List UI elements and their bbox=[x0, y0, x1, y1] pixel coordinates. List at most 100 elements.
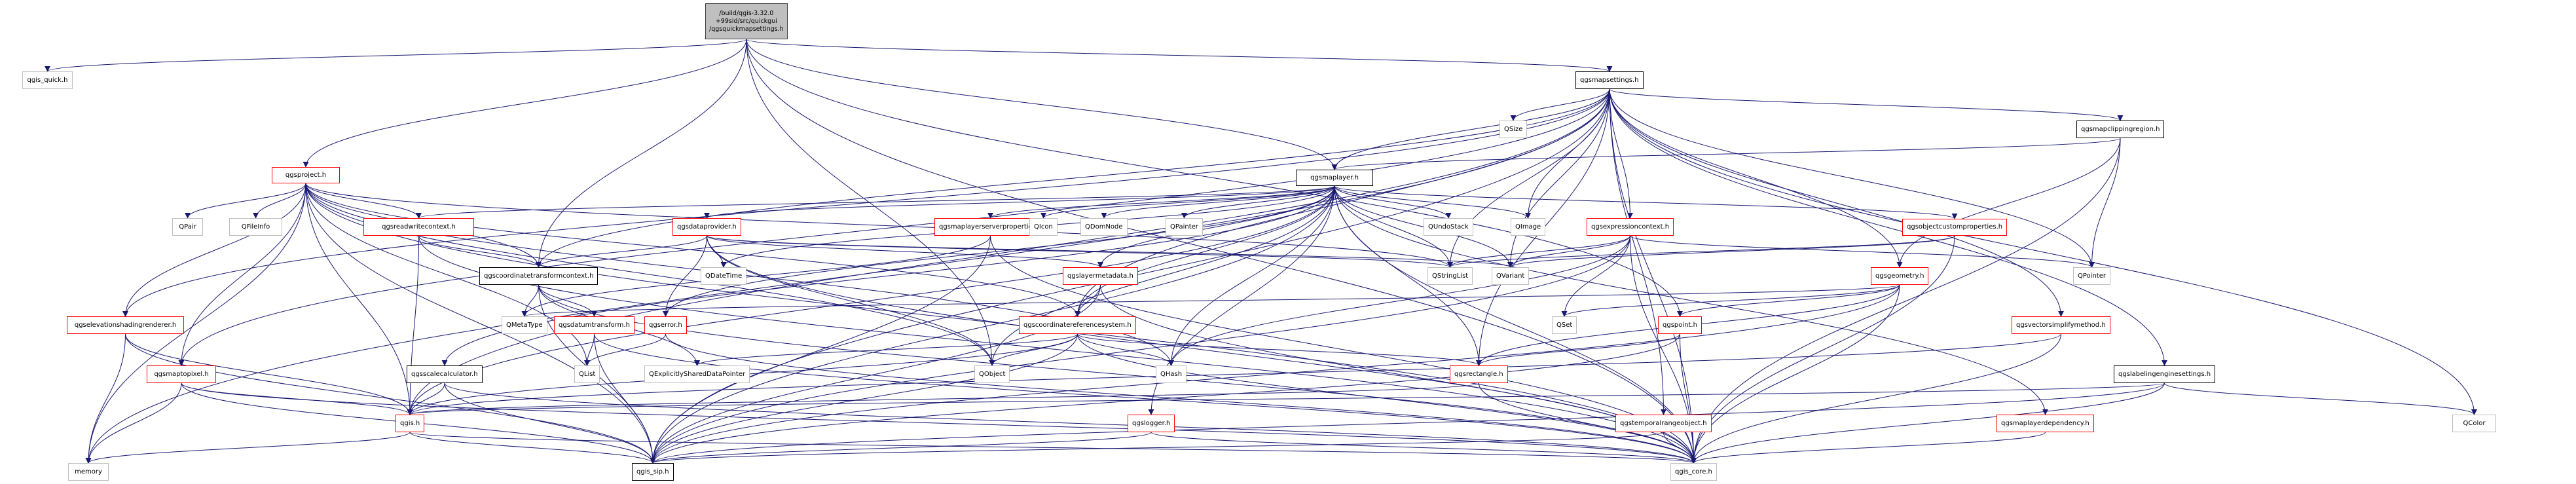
edge-qgsvectorsimplifymethod-to-qgis_core bbox=[1691, 333, 2061, 464]
node-qgsmapsettings[interactable]: qgsmapsettings.h bbox=[1575, 71, 1644, 89]
edge-qgsmaplayer-to-QUndoStack bbox=[1334, 185, 1452, 219]
edge-qgsmapsettings-to-qgsmapclippingregion bbox=[1609, 88, 2124, 121]
edge-qgsmaplayer-to-QStringList bbox=[1334, 185, 1453, 268]
node-qgsvectorsimplifymethod[interactable]: qgsvectorsimplifymethod.h bbox=[2012, 316, 2110, 334]
node-qgsdatumtransform[interactable]: qgsdatumtransform.h bbox=[554, 316, 635, 334]
node-qsize[interactable]: QSize bbox=[1500, 121, 1528, 138]
node-qgstemporalrangeobject[interactable]: qgstemporalrangeobject.h bbox=[1615, 415, 1712, 432]
node-qgis-sip[interactable]: qgis_sip.h bbox=[632, 463, 674, 481]
edge-qgsmapsettings-to-qgis_core bbox=[1609, 88, 1697, 464]
node-qgslogger[interactable]: qgslogger.h bbox=[1128, 415, 1175, 432]
edge-qgsmapsettings-to-qgslabelingenginesettings bbox=[1609, 88, 2167, 366]
node-root-qgsquickmapsettings[interactable]: /build/qgis-3.32.0 +99sid/src/quickgui /… bbox=[705, 3, 788, 39]
node-qgsmaplayer[interactable]: qgsmaplayer.h bbox=[1296, 170, 1373, 186]
edge-root-to-qgspoint bbox=[746, 39, 1683, 317]
node-qgspoint[interactable]: qgspoint.h bbox=[1658, 316, 1702, 334]
node-qstringlist[interactable]: QStringList bbox=[1427, 267, 1473, 285]
node-qmetatype[interactable]: QMetaType bbox=[502, 316, 547, 334]
edge-qgsproject-to-qgsmaptopixel bbox=[178, 183, 306, 366]
edge-qgsexpressioncontext-to-qgis_sip bbox=[650, 235, 1630, 464]
edge-qgsrectangle-to-qgis bbox=[407, 382, 1479, 415]
node-qgsmaptopixel[interactable]: qgsmaptopixel.h bbox=[147, 365, 216, 383]
node-qdomnode[interactable]: QDomNode bbox=[1080, 218, 1128, 236]
edge-qgsmaplayerdependency-to-qgis_core bbox=[1691, 432, 2046, 464]
edge-qgsmapsettings-to-QColor bbox=[1609, 88, 2477, 415]
node-qgsscalecalculator[interactable]: qgsscalecalculator.h bbox=[407, 365, 483, 383]
edge-qgserror-to-qgis_core bbox=[665, 333, 1697, 464]
edge-qgsmaplayer-to-qgslayermetadata bbox=[1097, 185, 1335, 268]
edge-qgsmaplayer-to-QDomNode bbox=[1101, 185, 1335, 219]
edge-qgsdatumtransform-to-qgis_sip bbox=[594, 333, 656, 464]
node-qgis-quick[interactable]: qgis_quick.h bbox=[22, 71, 73, 89]
edge-qgsproject-to-QList bbox=[305, 183, 590, 366]
edge-qgselevationshadingrenderer-to-memory bbox=[85, 333, 126, 464]
edge-qgsdataprovider-to-qgslayermetadata bbox=[707, 235, 1103, 268]
edge-qgsmapsettings-to-QStringList bbox=[1447, 88, 1610, 268]
edge-qgsmapsettings-to-QPointer bbox=[1609, 88, 2095, 268]
edge-qgsmaplayer-to-qgis_core bbox=[1334, 185, 1697, 464]
node-qgsrectangle[interactable]: qgsrectangle.h bbox=[1450, 365, 1508, 383]
node-memory[interactable]: memory bbox=[68, 463, 109, 481]
edge-qgsmaplayer-to-qgsscalecalculator bbox=[441, 185, 1335, 366]
node-qgsmaplayerserverproperties[interactable]: qgsmaplayerserverproperties.h bbox=[934, 218, 1047, 236]
node-qgsproject[interactable]: qgsproject.h bbox=[272, 167, 340, 183]
node-qobject[interactable]: QObject bbox=[974, 365, 1010, 383]
edge-root-to-qgis_core bbox=[746, 39, 1697, 464]
node-qset[interactable]: QSet bbox=[1552, 316, 1577, 334]
edge-qgsdataprovider-to-QObject bbox=[707, 235, 995, 366]
edge-qgsmaplayer-to-QObject bbox=[989, 185, 1335, 366]
node-qcolor[interactable]: QColor bbox=[2452, 415, 2496, 432]
edge-qgsmaplayer-to-QImage bbox=[1334, 185, 1531, 219]
edge-qgsmapsettings-to-QSize bbox=[1510, 88, 1610, 121]
node-qicon[interactable]: QIcon bbox=[1029, 218, 1058, 236]
node-qgis-core[interactable]: qgis_core.h bbox=[1670, 463, 1717, 481]
edge-qgstemporalrangeobject-to-qgis_sip bbox=[650, 432, 1664, 464]
edge-qgspoint-to-qgsrectangle bbox=[1476, 333, 1680, 366]
node-qpair[interactable]: QPair bbox=[172, 218, 203, 236]
node-qgis[interactable]: qgis.h bbox=[396, 415, 425, 432]
node-qgsexpressioncontext[interactable]: qgsexpressioncontext.h bbox=[1587, 218, 1674, 236]
node-qimage[interactable]: QImage bbox=[1511, 218, 1546, 236]
node-qgsmapclippingregion[interactable]: qgsmapclippingregion.h bbox=[2076, 121, 2165, 138]
node-qgsmaplayerdependency[interactable]: qgsmaplayerdependency.h bbox=[1996, 415, 2094, 432]
node-qvariant[interactable]: QVariant bbox=[1492, 267, 1530, 285]
node-qundostack[interactable]: QUndoStack bbox=[1424, 218, 1473, 236]
node-qgslabelingenginesettings[interactable]: qgslabelingenginesettings.h bbox=[2114, 365, 2216, 383]
edge-qgsobjectcustomproperties-to-QStringList bbox=[1447, 235, 1955, 268]
node-qlist[interactable]: QList bbox=[574, 365, 600, 383]
node-qgselevationshadingrenderer[interactable]: qgselevationshadingrenderer.h bbox=[67, 316, 184, 334]
node-qgslayermetadata[interactable]: qgslayermetadata.h bbox=[1063, 267, 1138, 285]
edge-qgscoordinatetransformcontext-to-QMetaType bbox=[521, 284, 539, 317]
edge-root-to-qgsmapsettings bbox=[746, 39, 1613, 72]
node-qgsobjectcustomproperties[interactable]: qgsobjectcustomproperties.h bbox=[1902, 219, 2008, 236]
edge-qgsmapsettings-to-qgselevationshadingrenderer bbox=[122, 88, 1610, 317]
edge-qgsmapsettings-to-qgsexpressioncontext bbox=[1609, 88, 1633, 219]
edge-root-to-qgsmaplayer bbox=[746, 39, 1338, 170]
node-qhash[interactable]: QHash bbox=[1156, 365, 1187, 383]
edge-qgscoordinatereferencesystem-to-QExplicitlySharedDataPointer bbox=[694, 333, 1078, 366]
edge-qgsdataprovider-to-QVariant bbox=[707, 235, 1513, 268]
edge-qgsmaplayer-to-QVariant bbox=[1334, 185, 1513, 268]
node-qpointer[interactable]: QPointer bbox=[2073, 267, 2110, 285]
node-qpainter[interactable]: QPainter bbox=[1166, 218, 1203, 236]
node-qfileinfo[interactable]: QFileInfo bbox=[229, 218, 282, 236]
node-qdatetime[interactable]: QDateTime bbox=[701, 267, 747, 285]
node-qgscoordinatetransformcontext[interactable]: qgscoordinatetransformcontext.h bbox=[479, 267, 598, 285]
edge-qgsmaplayerserverproperties-to-QMetaType bbox=[521, 235, 991, 317]
edge-qgscoordinatereferencesystem-to-qgis_sip bbox=[650, 333, 1078, 464]
edge-qgsmapsettings-to-qgsvectorsimplifymethod bbox=[1609, 88, 2064, 317]
edge-qgspoint-to-qgis_core bbox=[1680, 333, 1697, 464]
node-qexplicitlyshareddatapointer[interactable]: QExplicitlySharedDataPointer bbox=[644, 365, 750, 383]
node-qgsgeometry[interactable]: qgsgeometry.h bbox=[1871, 267, 1929, 285]
edge-qgsobjectcustomproperties-to-QVariant bbox=[1507, 235, 1955, 268]
node-qgscoordinatereferencesystem[interactable]: qgscoordinatereferencesystem.h bbox=[1019, 316, 1136, 334]
edge-qgsdataprovider-to-qgscoordinatetransformcontext bbox=[536, 235, 707, 268]
edge-qgsmaplayer-to-QPainter bbox=[1181, 185, 1335, 219]
edge-qgscoordinatereferencesystem-to-qgis_core bbox=[1077, 333, 1697, 464]
edge-qgsmaplayer-to-qgscoordinatereferencesystem bbox=[1075, 185, 1335, 317]
node-qgsreadwritecontext[interactable]: qgsreadwritecontext.h bbox=[363, 218, 474, 236]
edge-qgsgeometry-to-QSet bbox=[1561, 284, 1900, 317]
node-qgsdataprovider[interactable]: qgsdataprovider.h bbox=[672, 218, 741, 236]
edge-qgsscalecalculator-to-qgis_sip bbox=[444, 382, 656, 464]
node-qgserror[interactable]: qgserror.h bbox=[644, 316, 687, 334]
